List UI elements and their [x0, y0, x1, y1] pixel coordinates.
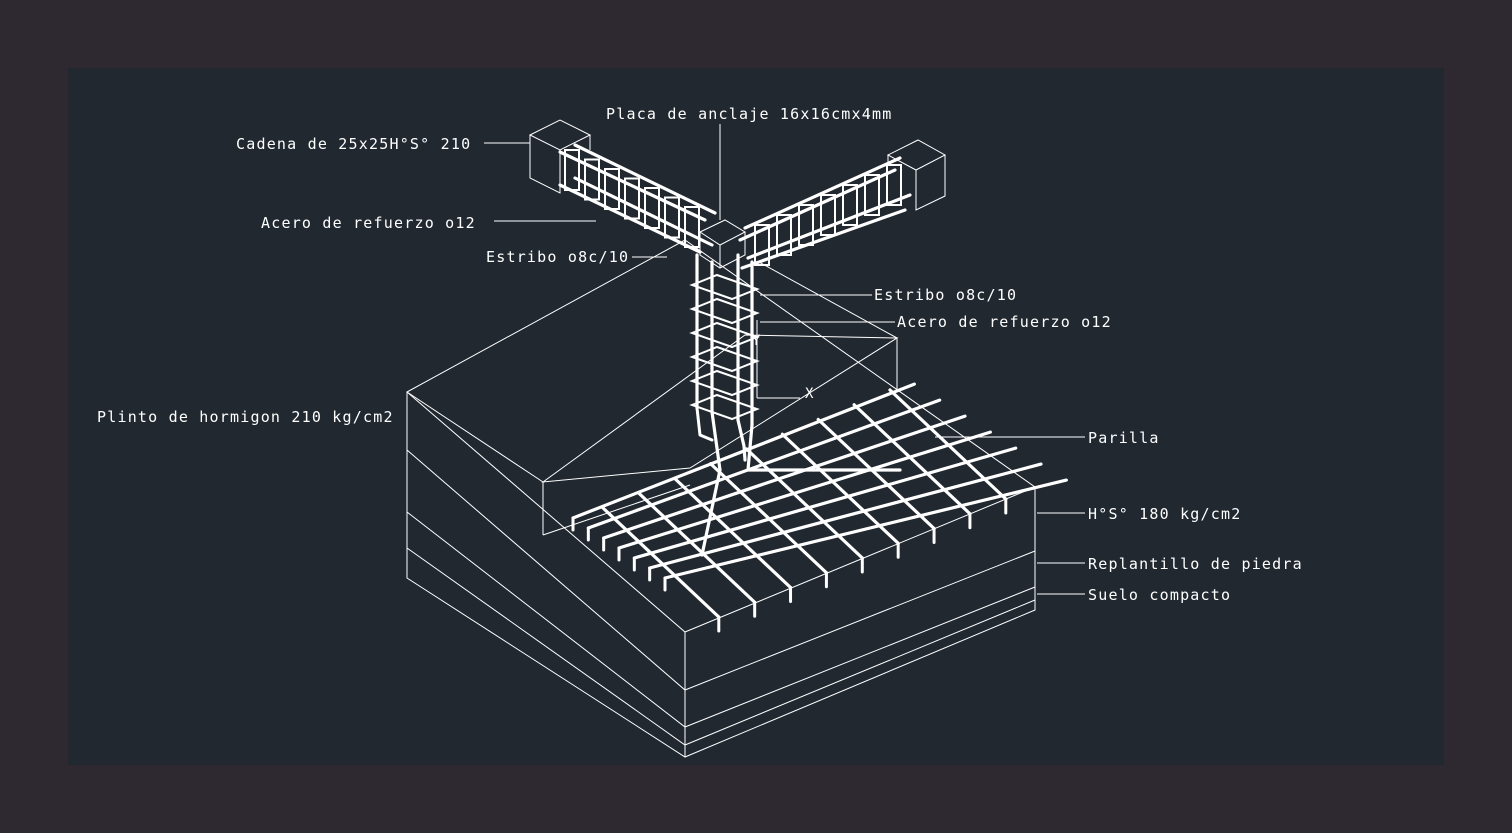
beam-stirrup-left — [684, 206, 700, 248]
cad-viewport[interactable] — [68, 68, 1444, 765]
label-hs-180: H°S° 180 kg/cm2 — [1088, 505, 1241, 523]
label-cadena: Cadena de 25x25H°S° 210 — [236, 135, 471, 153]
chain-beams — [528, 119, 947, 270]
axis-y-label: Y — [752, 333, 761, 349]
grid-bar-cross — [780, 432, 900, 545]
beam-stirrup-left — [604, 168, 620, 210]
column-stirrup — [689, 393, 760, 421]
plinto-block — [406, 334, 899, 536]
beam-stirrups — [564, 149, 902, 266]
column-stirrup — [689, 345, 760, 373]
grid-bar-cross — [852, 403, 972, 516]
label-acero-refuerzo-beam: Acero de refuerzo o12 — [261, 214, 476, 232]
beam-stirrup-right — [886, 164, 902, 206]
axis-x-label: X — [805, 386, 814, 402]
grid-bar-cross — [709, 462, 829, 575]
label-suelo-compacto: Suelo compacto — [1088, 586, 1231, 604]
grid-bar-long — [632, 446, 1018, 560]
label-parilla: Parilla — [1088, 429, 1160, 447]
label-plinto: Plinto de hormigon 210 kg/cm2 — [97, 408, 394, 426]
separator-replantillo — [406, 511, 1036, 728]
separator-suelo — [406, 547, 1036, 746]
label-estribo-beam: Estribo o8c/10 — [486, 248, 629, 266]
annotation-labels: Placa de anclaje 16x16cmx4mm Cadena de 2… — [97, 105, 1303, 604]
column-stirrup — [689, 297, 760, 325]
base-layers — [406, 239, 1037, 758]
beam-stirrup-left — [624, 177, 640, 220]
parilla-grid — [571, 382, 1068, 633]
label-replantillo: Replantillo de piedra — [1088, 555, 1303, 573]
separator-hs180 — [406, 449, 1036, 691]
beam-stirrup-right — [754, 224, 770, 266]
ucs-axis-icon: Y X — [752, 320, 814, 402]
column-cage — [689, 253, 902, 557]
grid-bar-cross — [888, 388, 1008, 501]
grid-bar-cross — [673, 476, 793, 590]
label-estribo-column: Estribo o8c/10 — [874, 286, 1017, 304]
beam-stirrup-left — [564, 149, 580, 191]
beam-stirrup-right — [798, 204, 814, 246]
beam-stirrup-right — [842, 184, 858, 226]
beam-stirrup-right — [776, 214, 792, 256]
beam-stirrup-left — [584, 158, 600, 201]
beam-stirrup-right — [820, 194, 836, 236]
grid-bar-long — [617, 430, 992, 550]
beam-stirrup-right — [864, 174, 880, 216]
label-acero-refuerzo-column: Acero de refuerzo o12 — [897, 313, 1112, 331]
leader-lines — [484, 124, 1085, 595]
column-stirrup — [689, 273, 760, 301]
grid-bar-cross — [601, 506, 721, 619]
grid-bar-long — [663, 478, 1068, 580]
grid-bar-cross — [744, 447, 864, 560]
column-stirrups — [689, 273, 760, 421]
grid-bar-cross — [816, 417, 936, 531]
grid-bar-cross — [637, 491, 757, 604]
grid-bar-long — [648, 462, 1043, 570]
beam-stirrup-left — [664, 196, 680, 239]
label-placa-anclaje: Placa de anclaje 16x16cmx4mm — [606, 105, 892, 123]
beam-stirrup-left — [644, 187, 660, 229]
column-stirrup — [689, 369, 760, 397]
